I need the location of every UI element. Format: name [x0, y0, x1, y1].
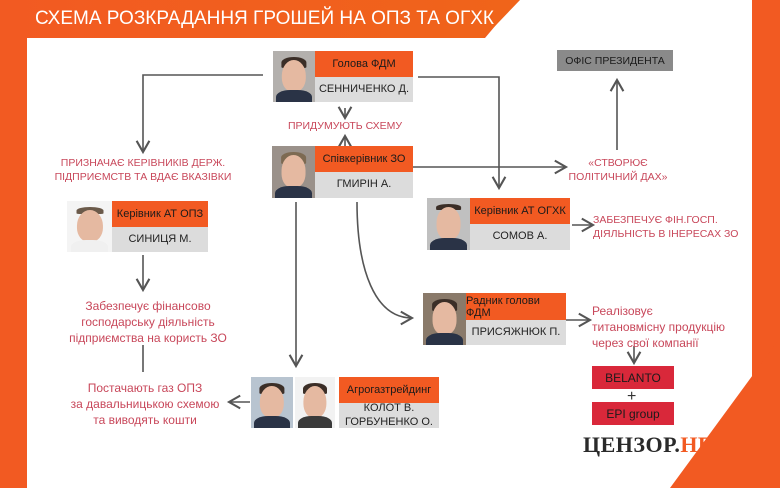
- note-gas-supply: Постачають газ ОПЗ за давальницькою схем…: [55, 380, 235, 429]
- title-banner: [0, 0, 520, 38]
- node-advisor-fdm: Радник голови ФДМ ПРИСЯЖНЮК П.: [423, 293, 566, 345]
- note-line: ПОЛІТИЧНИЙ ДАХ»: [568, 170, 668, 183]
- node-head-opz: Керівник АТ ОПЗ СИНИЦЯ М.: [67, 201, 208, 252]
- portrait-photo: [423, 293, 466, 345]
- note-line: титановмісну продукцію: [592, 320, 726, 335]
- portrait-photo: [427, 198, 470, 250]
- portrait-photo: [251, 377, 293, 428]
- portrait-photo: [273, 51, 315, 102]
- note-line: ЗАБЕЗПЕЧУЄ ФІН.ГОСП.: [593, 214, 718, 226]
- portrait-photo: [67, 201, 112, 252]
- person-name: ГМИРІН А.: [315, 172, 413, 198]
- logo-part: НЕТ: [680, 432, 729, 457]
- role-label: Радник голови ФДМ: [466, 293, 566, 320]
- note-line: Реалізовує: [592, 304, 653, 318]
- note-line: господарську діяльність: [81, 315, 215, 330]
- portrait-photo: [272, 146, 315, 198]
- person-name: ПРИСЯЖНЮК П.: [466, 320, 566, 345]
- role-label: Керівник АТ ОПЗ: [112, 201, 208, 227]
- role-label: Керівник АТ ОГХК: [470, 198, 570, 224]
- note-line: «СТВОРЮЄ: [588, 157, 648, 169]
- note-appoints: ПРИЗНАЧАЄ КЕРІВНИКІВ ДЕРЖ. ПІДПРИЄМСТВ Т…: [38, 157, 248, 184]
- person-name: ГОРБУНЕНКО О.: [345, 415, 433, 428]
- company-epi-group: EPI group: [592, 402, 674, 425]
- censor-net-logo: ЦЕНЗОР.НЕТ: [583, 432, 728, 458]
- note-line: та виводять кошти: [93, 413, 197, 428]
- logo-dot: .: [674, 432, 681, 457]
- note-line: Забезпечує фінансово: [85, 299, 211, 313]
- role-label: Голова ФДМ: [315, 51, 413, 77]
- orange-corner-decoration: [670, 338, 780, 488]
- person-name: КОЛОТ В.: [363, 402, 415, 415]
- note-line: підприємства на користь ЗО: [69, 331, 227, 346]
- role-label: Агрогазтрейдинг: [339, 377, 439, 403]
- note-line: Постачають газ ОПЗ: [87, 381, 203, 395]
- company-belanto: BELANTO: [592, 366, 674, 389]
- plus-sign: +: [627, 388, 637, 405]
- person-name: СОМОВ А.: [470, 224, 570, 250]
- note-line: ПІДПРИЄМСТВ ТА ВДАЄ ВКАЗІВКИ: [54, 170, 232, 183]
- person-names: КОЛОТ В. ГОРБУНЕНКО О.: [339, 402, 439, 428]
- node-agrogastrading: Агрогазтрейдинг КОЛОТ В. ГОРБУНЕНКО О.: [251, 377, 439, 428]
- node-head-oghk: Керівник АТ ОГХК СОМОВ А.: [427, 198, 570, 250]
- portrait-photo: [295, 377, 335, 428]
- note-line: ПРИЗНАЧАЄ КЕРІВНИКІВ ДЕРЖ.: [60, 157, 226, 169]
- header-white-area: [485, 0, 752, 38]
- node-co-head-zo: Співкерівник ЗО ГМИРІН А.: [272, 146, 413, 198]
- node-president-office: ОФІС ПРЕЗИДЕНТА: [557, 50, 673, 71]
- node-head-fdm: Голова ФДМ СЕННИЧЕНКО Д.: [273, 51, 413, 102]
- note-political-roof: «СТВОРЮЄ ПОЛІТИЧНИЙ ДАХ»: [568, 157, 668, 184]
- note-line: через свої компанії: [592, 336, 699, 351]
- note-invent-scheme: ПРИДУМУЮТЬ СХЕМУ: [287, 120, 403, 132]
- person-name: СИНИЦЯ М.: [112, 227, 208, 252]
- role-label: Співкерівник ЗО: [315, 146, 413, 172]
- note-oghk-activity: ЗАБЕЗПЕЧУЄ ФІН.ГОСП. ДІЯЛЬНІСТЬ В ІНЕРЕС…: [593, 214, 753, 241]
- note-opz-activity: Забезпечує фінансово господарську діяльн…: [58, 298, 238, 347]
- person-name: СЕННИЧЕНКО Д.: [315, 77, 413, 102]
- page-title: СХЕМА РОЗКРАДАННЯ ГРОШЕЙ НА ОПЗ ТА ОГХК: [35, 8, 494, 29]
- note-line: ДІЯЛЬНІСТЬ В ІНЕРЕСАХ ЗО: [593, 227, 739, 240]
- note-titanium: Реалізовує титановмісну продукцію через …: [592, 303, 752, 352]
- note-line: за давальницькою схемою: [70, 397, 220, 412]
- logo-part: ЦЕНЗОР: [583, 432, 675, 457]
